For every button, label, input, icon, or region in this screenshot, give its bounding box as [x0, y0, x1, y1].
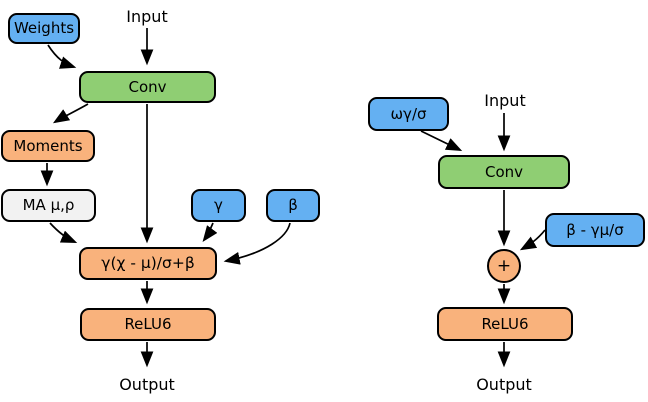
input-label-right: Input [484, 91, 526, 110]
moments-node: Moments [1, 130, 95, 162]
edge-gamma-formula [202, 222, 218, 242]
beta-label: β [288, 196, 298, 214]
conv-label-left: Conv [128, 77, 167, 96]
folded-weights-node: ωγ/σ [368, 97, 449, 131]
add-node: + [487, 249, 521, 283]
conv-node-right: Conv [438, 155, 570, 189]
relu6-label-right: ReLU6 [481, 314, 529, 333]
gamma-node: γ [191, 189, 246, 222]
gamma-label: γ [214, 196, 223, 214]
relu6-label-left: ReLU6 [124, 315, 172, 333]
beta-node: β [266, 189, 320, 222]
conv-node-left: Conv [79, 71, 216, 103]
folded-weights-label: ωγ/σ [390, 104, 427, 123]
relu6-node-right: ReLU6 [437, 307, 573, 341]
edge-beta-formula [223, 222, 291, 265]
output-label-left: Output [119, 375, 175, 394]
edge-folded-bias-add [519, 229, 546, 251]
conv-label-right: Conv [484, 162, 524, 181]
moving-average-node: MA μ,ρ [1, 189, 96, 222]
batchnorm-formula-label: γ(χ - μ)/σ+β [101, 253, 195, 272]
output-label-right: Output [476, 375, 532, 394]
folded-bias-node: β - γμ/σ [545, 213, 645, 247]
weights-label: Weights [13, 19, 75, 37]
edge-ma-formula [49, 222, 78, 243]
input-label-left: Input [126, 7, 168, 26]
edge-weights-conv [47, 44, 77, 69]
weights-node: Weights [8, 13, 80, 44]
edge-conv-moments [52, 103, 89, 124]
moving-average-label: MA μ,ρ [22, 196, 75, 214]
batchnorm-formula-node: γ(χ - μ)/σ+β [79, 247, 217, 280]
folded-bias-label: β - γμ/σ [566, 220, 624, 239]
add-label: + [496, 255, 512, 276]
edge-folded-weights-conv [420, 130, 463, 152]
moments-label: Moments [13, 136, 83, 155]
relu6-node-left: ReLU6 [80, 308, 216, 341]
